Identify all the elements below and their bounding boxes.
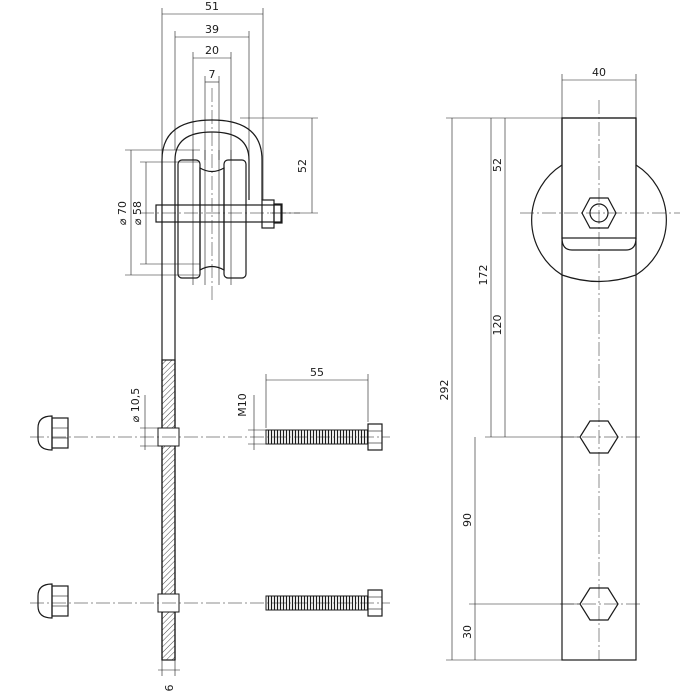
dim-bolt-len-label: 55: [310, 366, 324, 379]
side-view: 51 39 20 7 52: [30, 0, 390, 692]
dim-90: 90: [461, 437, 580, 605]
wheel-side: [140, 150, 300, 285]
dim-292-label: 292: [438, 380, 451, 401]
dim-40-label: 40: [592, 66, 606, 79]
cap-nut-lower: [37, 583, 69, 619]
dim-30-label: 30: [461, 625, 474, 639]
dim-thickness-label: 6: [163, 685, 176, 692]
dim-7-label: 7: [209, 68, 216, 81]
dim-172: 172: [477, 118, 580, 438]
dim-292: 292: [438, 117, 562, 661]
dim-120: 120: [491, 213, 506, 437]
dim-30: 30: [461, 604, 476, 660]
dim-d70-label: ⌀ 70: [116, 201, 129, 225]
front-view: 40 292 172 52 120 90: [438, 66, 680, 661]
cap-nut-upper: [37, 415, 69, 451]
wheel-front: [520, 117, 680, 283]
dim-hole-label: ⌀ 10,5: [129, 388, 142, 423]
dim-thickness: 6: [158, 660, 180, 692]
dim-40: 40: [561, 66, 637, 118]
diameter-dimensions: ⌀ 70 ⌀ 58: [116, 149, 200, 276]
dim-39-label: 39: [205, 23, 219, 36]
dim-51-label: 51: [205, 0, 219, 13]
bolt-upper: [265, 423, 383, 451]
dim-hole: ⌀ 10,5: [129, 388, 162, 450]
dim-thread-label: M10: [236, 393, 249, 417]
dim-172-label: 172: [477, 265, 490, 286]
dim-52-front-label: 52: [491, 158, 504, 172]
strap-section-hatch: [161, 359, 176, 661]
dim-20-label: 20: [205, 44, 219, 57]
dim-bolt: M10 55: [236, 366, 369, 450]
dim-d58-label: ⌀ 58: [131, 201, 144, 225]
bolt-lower: [265, 589, 383, 617]
top-dimensions: 51 39 20 7: [161, 0, 264, 200]
dim-90-label: 90: [461, 513, 474, 527]
dim-52-side-label: 52: [296, 159, 309, 173]
dim-52-front: 52: [491, 118, 506, 213]
dim-120-label: 120: [491, 315, 504, 336]
